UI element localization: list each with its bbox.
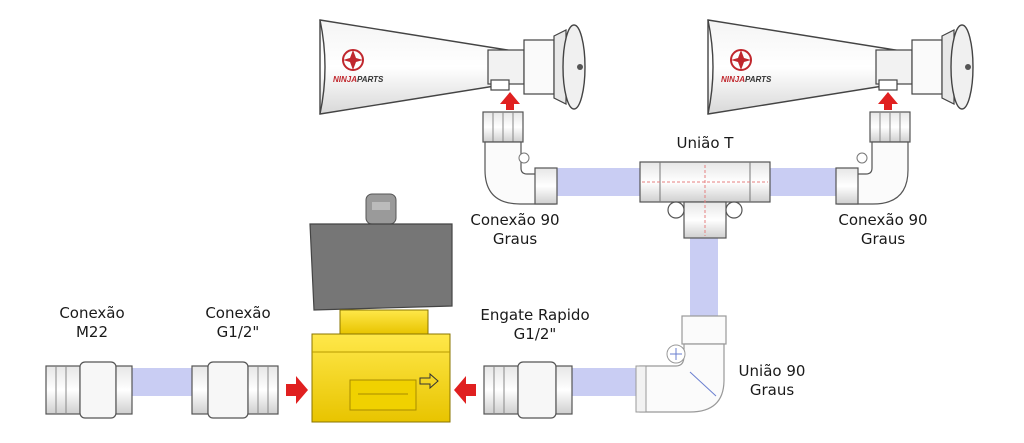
elbow-90-right	[835, 111, 911, 205]
label-line-1: Conexão 90	[470, 211, 560, 229]
label-uniao-t: União T	[676, 134, 734, 152]
hose-group	[130, 168, 840, 396]
solenoid-valve	[309, 193, 453, 423]
fitting-m22	[45, 361, 133, 419]
fitting-g12	[191, 361, 279, 419]
hose-bottom-right	[572, 368, 638, 396]
air-horn-left: NINJAPARTS	[319, 19, 586, 115]
ninjaparts-logo: NINJAPARTS	[721, 49, 772, 84]
label-engate-rapido: Engate Rapido G1/2"	[470, 306, 600, 344]
label-line-1: União 90	[738, 362, 806, 380]
svg-text:NINJAPARTS: NINJAPARTS	[721, 75, 772, 84]
hose-top-right	[768, 168, 840, 196]
red-arrow-icon	[878, 92, 898, 110]
elbow-90-left	[482, 111, 558, 205]
label-line-1: Conexão 90	[838, 211, 928, 229]
label-conexao-g12: Conexão G1/2"	[188, 304, 288, 342]
red-arrow-icon	[454, 376, 476, 404]
label-conexao90-left: Conexão 90 Graus	[460, 211, 570, 249]
label-line-1: Engate Rapido	[480, 306, 590, 324]
quick-coupling	[483, 361, 573, 419]
red-arrow-icon	[500, 92, 520, 110]
label-line-2: Graus	[860, 230, 906, 248]
label-line-2: Graus	[492, 230, 538, 248]
hose-top-left	[555, 168, 645, 196]
label-conexao-m22: Conexão M22	[42, 304, 142, 342]
hose-bottom-left	[130, 368, 196, 396]
svg-text:NINJAPARTS: NINJAPARTS	[333, 75, 384, 84]
hose-vertical	[690, 238, 718, 318]
valve-direction-arrow-icon	[419, 372, 439, 390]
label-line-2: G1/2"	[513, 325, 557, 343]
tee-union	[639, 161, 771, 239]
union-90	[635, 315, 727, 413]
label-line-1: Conexão	[59, 304, 125, 322]
label-line-2: G1/2"	[216, 323, 260, 341]
air-horn-right: NINJAPARTS	[707, 19, 974, 115]
label-line-2: M22	[75, 323, 109, 341]
ninjaparts-logo: NINJAPARTS	[333, 49, 384, 84]
label-uniao-90: União 90 Graus	[722, 362, 822, 400]
label-line-1: Conexão	[205, 304, 271, 322]
label-line-2: Graus	[749, 381, 795, 399]
red-arrow-icon	[286, 376, 308, 404]
label-conexao90-right: Conexão 90 Graus	[828, 211, 938, 249]
